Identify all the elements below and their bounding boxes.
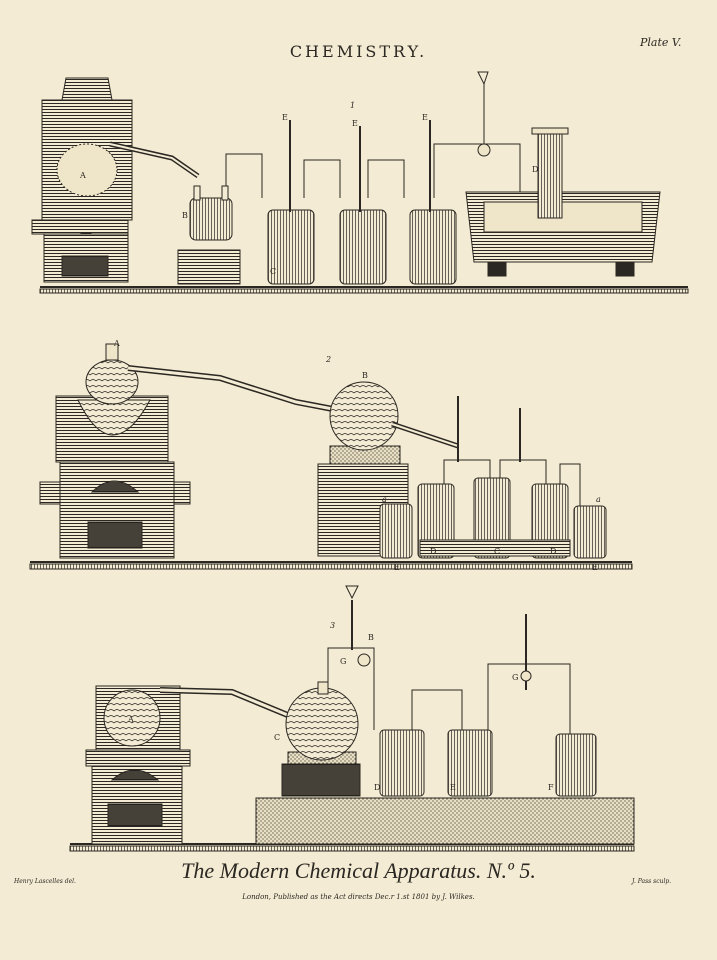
svg-text:D: D <box>550 547 556 556</box>
engraver-credit: J. Pass sculp. <box>632 878 672 885</box>
figure-2: A B C D D E E a a 2 <box>29 339 633 572</box>
svg-text:E: E <box>450 783 456 792</box>
svg-text:B: B <box>182 211 188 220</box>
svg-text:C: C <box>270 267 276 276</box>
svg-text:a: a <box>382 495 387 504</box>
svg-text:A: A <box>113 339 120 348</box>
svg-text:2: 2 <box>325 355 331 364</box>
svg-text:a: a <box>596 495 601 504</box>
figure-3: A B C D E F G G 3 <box>69 585 635 852</box>
svg-text:G: G <box>340 657 346 666</box>
draughtsman-credit: Henry Lascelles del. <box>14 878 76 885</box>
svg-text:B: B <box>362 371 368 380</box>
svg-text:E: E <box>422 113 428 122</box>
receiver-bottles <box>379 477 607 559</box>
svg-text:A: A <box>79 171 86 180</box>
svg-text:1: 1 <box>350 101 355 110</box>
woulfe-bottles <box>267 120 457 285</box>
furnace-a <box>31 77 133 283</box>
plate-caption: The Modern Chemical Apparatus. N.º 5. <box>181 858 536 883</box>
svg-text:E: E <box>282 113 288 122</box>
svg-text:D: D <box>532 165 538 174</box>
svg-text:G: G <box>512 673 518 682</box>
svg-text:E: E <box>592 563 598 572</box>
svg-text:B: B <box>368 633 374 642</box>
svg-text:C: C <box>494 547 500 556</box>
svg-text:A: A <box>127 715 134 724</box>
svg-text:E: E <box>352 119 358 128</box>
svg-text:C: C <box>274 733 280 742</box>
plate-heading: CHEMISTRY. <box>289 42 428 61</box>
svg-text:D: D <box>374 783 380 792</box>
svg-text:D: D <box>430 547 436 556</box>
publication-line: London, Published as the Act directs Dec… <box>242 893 475 901</box>
plate-number: Plate V. <box>640 36 682 49</box>
svg-text:E: E <box>394 563 400 572</box>
svg-text:F: F <box>548 783 554 792</box>
svg-text:3: 3 <box>330 621 335 630</box>
figure-1: A B C D E E E 1 <box>31 71 689 294</box>
